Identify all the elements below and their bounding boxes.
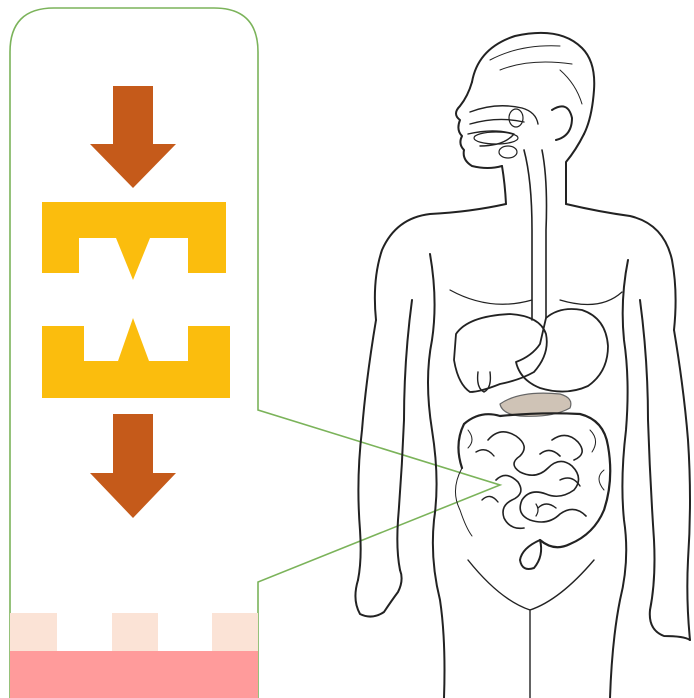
salivary-gland-2	[499, 146, 517, 158]
intestinal-wall	[10, 651, 258, 698]
absorption-cell-2	[112, 613, 158, 651]
left-hand	[355, 570, 401, 617]
salivary-gland	[509, 109, 523, 127]
right-hand	[650, 610, 690, 640]
hair-texture	[490, 46, 582, 104]
callout-panel	[10, 8, 500, 698]
enzyme-lower-piece	[42, 318, 230, 398]
right-arm-outer	[674, 330, 690, 640]
absorption-cell-1	[10, 613, 57, 651]
neck-front	[502, 166, 506, 204]
rectum	[520, 540, 541, 569]
torso-right	[610, 260, 628, 698]
small-intestine-2	[496, 435, 582, 528]
ear	[552, 106, 572, 140]
hair	[472, 33, 594, 134]
left-arm-inner	[397, 300, 412, 570]
esophagus	[524, 150, 547, 320]
small-intestine-3	[476, 450, 580, 508]
face-profile	[456, 82, 502, 168]
chest-line	[450, 290, 622, 305]
absorption-cell-3	[212, 613, 258, 651]
head-back	[566, 134, 584, 204]
groin-line	[468, 560, 594, 698]
right-arm-inner	[640, 300, 655, 610]
navel	[536, 504, 538, 516]
small-intestine	[488, 432, 586, 522]
human-figure	[355, 33, 690, 698]
tongue	[474, 132, 518, 144]
oral-cavity	[468, 106, 538, 146]
enzyme-upper-piece	[42, 202, 226, 280]
stomach	[516, 309, 608, 392]
